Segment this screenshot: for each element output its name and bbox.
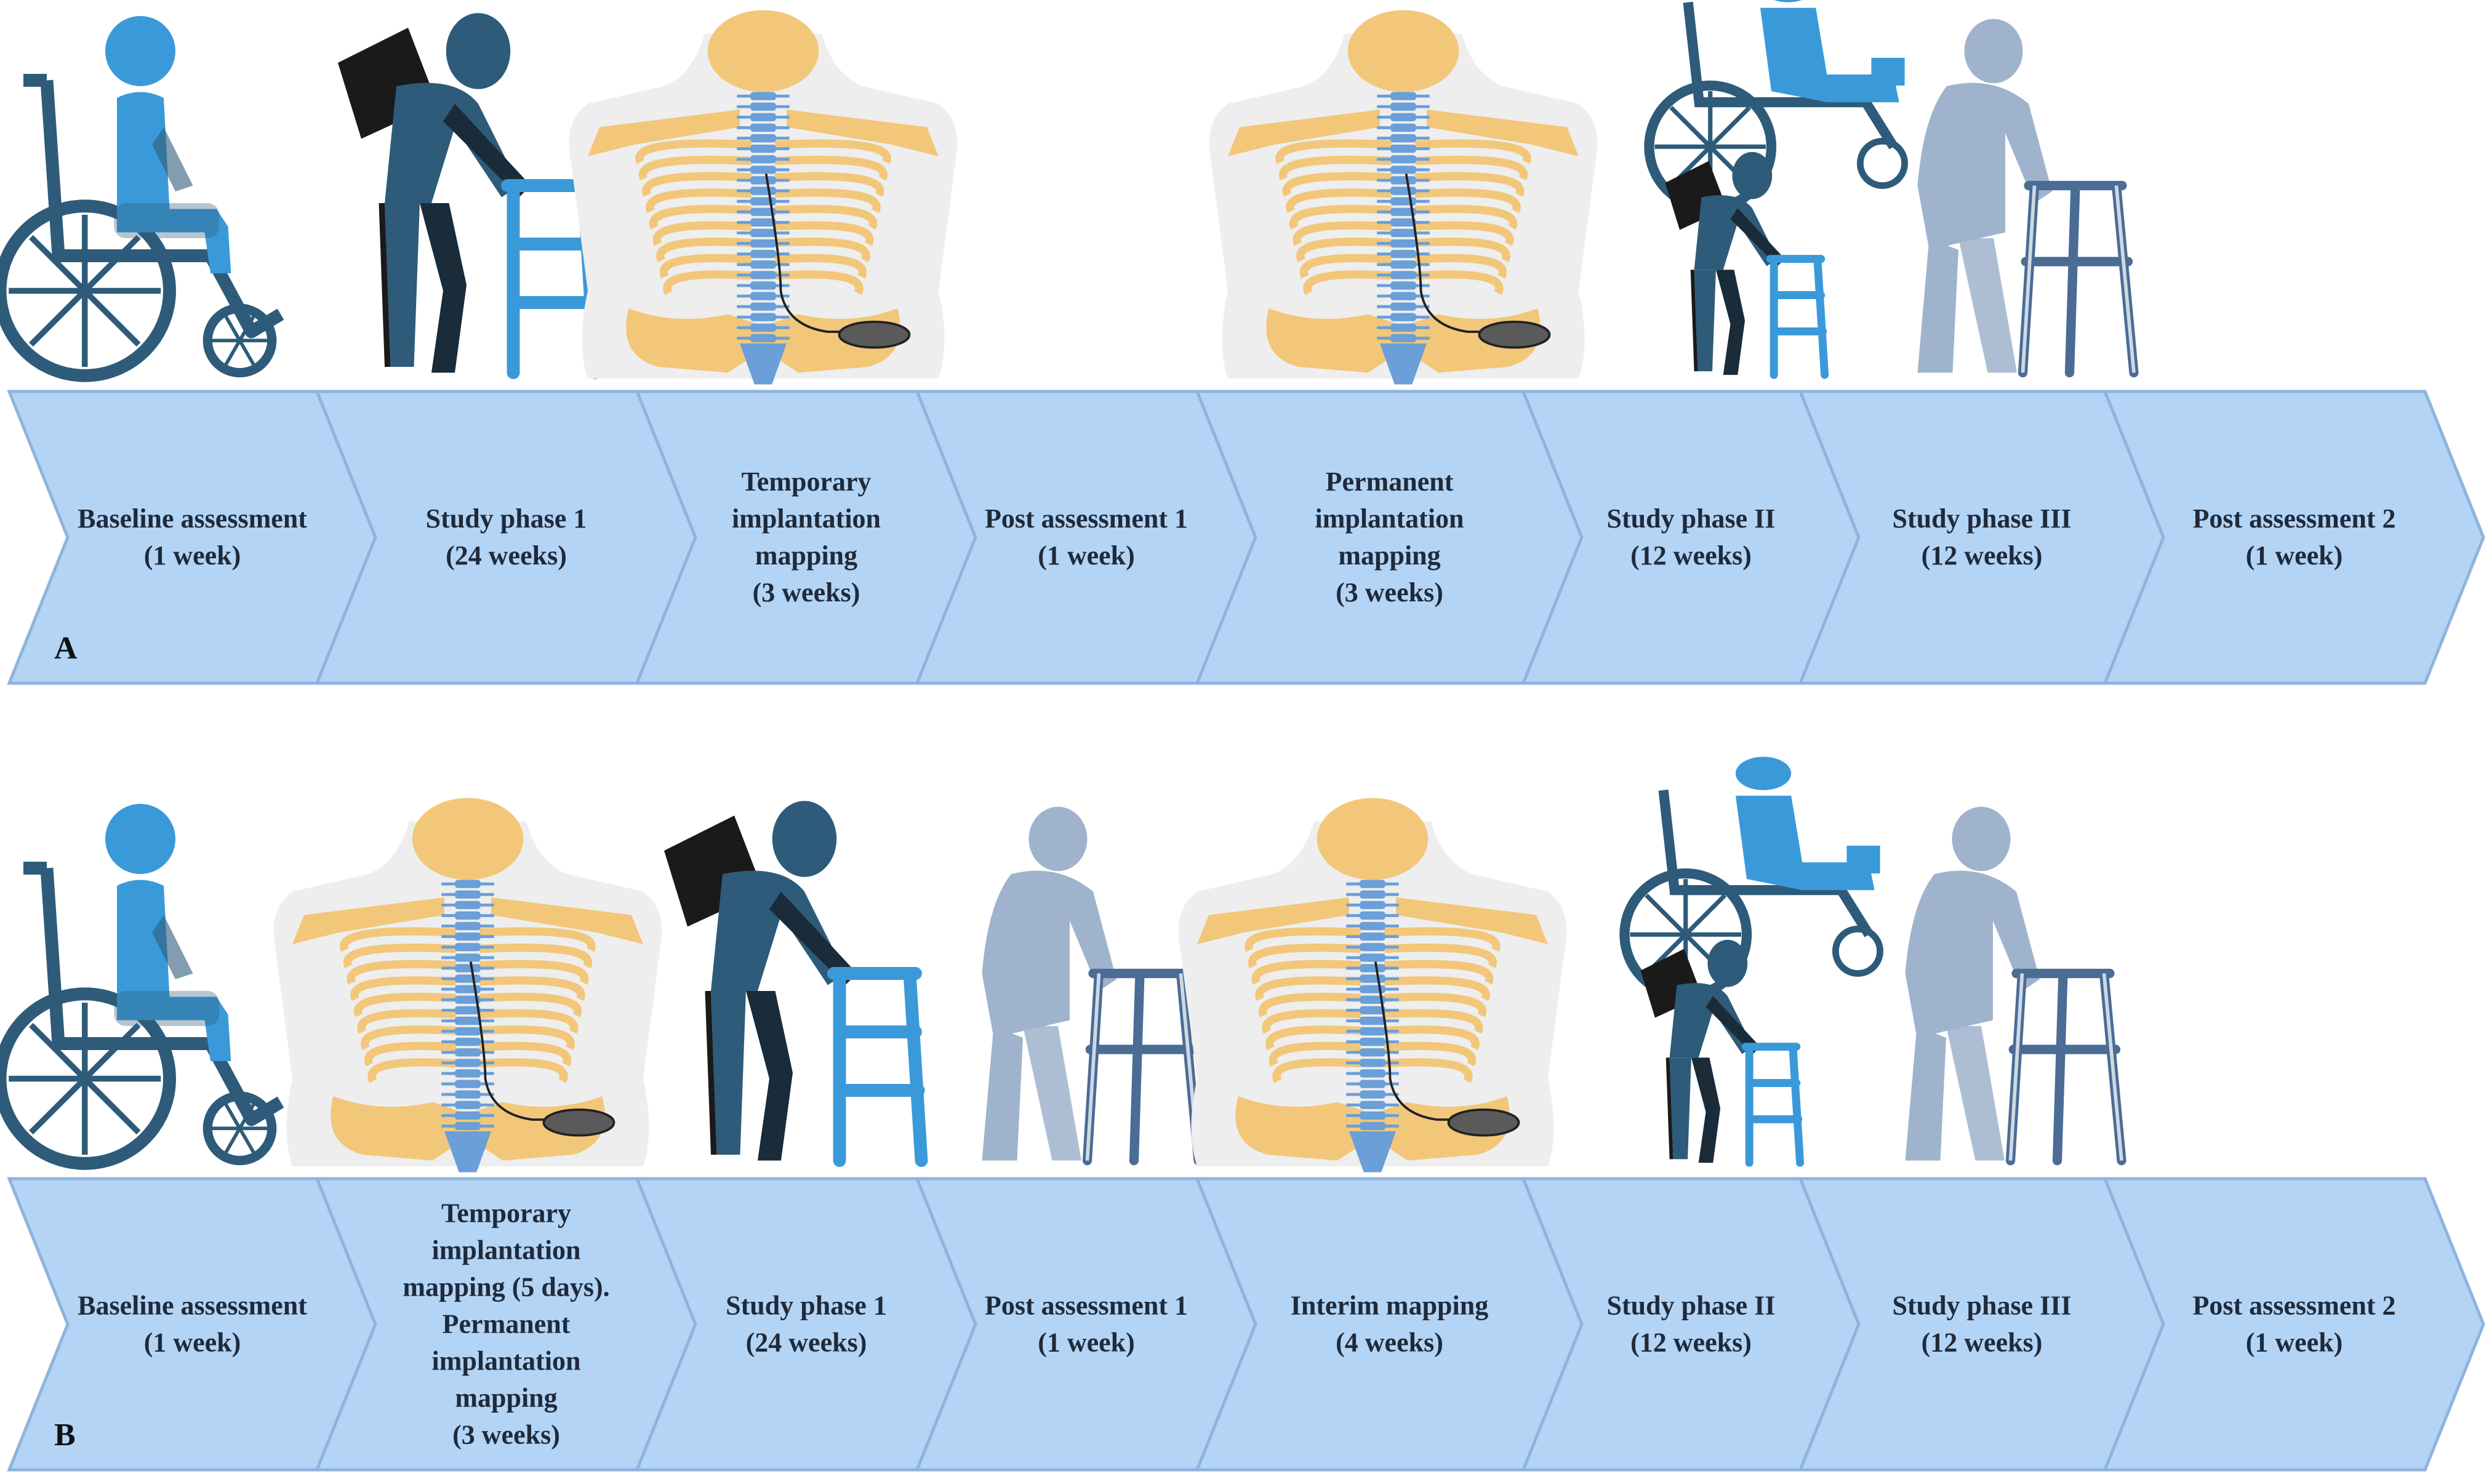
step-label: Study phase III (12 weeks)	[1892, 1291, 2071, 1358]
step-label: Post assessment 2 (1 week)	[2193, 1291, 2396, 1358]
step-label-line: (1 week)	[2246, 540, 2343, 571]
walker-exoskeleton-icon	[1640, 939, 1805, 1167]
panel-label: A	[54, 631, 78, 666]
step-label-line: (1 week)	[144, 1328, 241, 1358]
panel-b: Baseline assessment (1 week) Temporary impl…	[0, 756, 2485, 1472]
step-label-line: Study phase III	[1892, 503, 2071, 534]
step-label: Post assessment 2 (1 week)	[2193, 503, 2396, 571]
panel-a: Baseline assessment (1 week) Study phase 1…	[0, 0, 2485, 685]
step-label: Post assessment 1 (1 week)	[985, 503, 1188, 571]
timeline-chevron	[1195, 390, 1584, 685]
step-label-line: (1 week)	[144, 540, 241, 571]
step-label-line: Temporary	[441, 1198, 571, 1229]
walker-exoskeleton-icon	[1665, 151, 1829, 379]
step-label-line: Study phase II	[1607, 503, 1776, 534]
timeline-chevron	[2102, 1177, 2485, 1472]
spine-stimulator-icon	[273, 798, 662, 1173]
step-label-line: implantation	[431, 1346, 580, 1376]
step-label-line: (1 week)	[2246, 1328, 2343, 1358]
step-label-line: Post assessment 1	[985, 1291, 1188, 1321]
step-label-line: Temporary	[741, 467, 871, 497]
step-label-line: Study phase II	[1607, 1291, 1776, 1321]
step-label-line: Permanent	[1326, 467, 1454, 497]
step-label: Baseline assessment (1 week)	[78, 503, 307, 571]
step-label: Post assessment 1 (1 week)	[985, 1291, 1188, 1358]
wheelchair-walker-group-icon	[1644, 0, 1909, 379]
step-label-line: Study phase 1	[426, 503, 587, 534]
step-label-line: (1 week)	[1038, 540, 1135, 571]
step-label: Study phase II (12 weeks)	[1607, 1291, 1776, 1358]
elderly-walker-icon	[1905, 806, 2126, 1166]
step-label-line: (12 weeks)	[1922, 1328, 2043, 1358]
step-label-line: (12 weeks)	[1922, 540, 2043, 571]
step-label-line: Baseline assessment	[78, 503, 307, 534]
step-label-line: Study phase 1	[726, 1291, 887, 1321]
step-label: Temporary implantation mapping (3 weeks)	[732, 467, 881, 608]
step-label-line: mapping	[1338, 540, 1440, 571]
step-label: Study phase III (12 weeks)	[1892, 503, 2071, 571]
step-label-line: mapping (5 days).	[403, 1272, 609, 1302]
step-label: Baseline assessment (1 week)	[78, 1291, 307, 1358]
step-label-line: mapping	[455, 1383, 557, 1413]
step-label-line: Post assessment 1	[985, 503, 1188, 534]
step-label-line: Permanent	[443, 1309, 571, 1339]
step-label-line: implantation	[732, 503, 881, 534]
step-label-line: mapping	[755, 540, 857, 571]
step-label: Temporary implantation mapping (5 days). Pe…	[403, 1198, 609, 1450]
wheelchair-walker-group-icon	[1619, 756, 1884, 1167]
step-label-line: (24 weeks)	[746, 1328, 867, 1358]
step-label-line: Post assessment 2	[2193, 503, 2396, 534]
step-label-line: (3 weeks)	[753, 577, 860, 608]
step-label-line: (3 weeks)	[452, 1420, 560, 1450]
spine-stimulator-icon	[1209, 10, 1598, 385]
step-label-line: (12 weeks)	[1630, 540, 1752, 571]
timeline-chevron	[1195, 1177, 1584, 1472]
step-label-line: implantation	[1315, 503, 1464, 534]
step-label: Study phase 1 (24 weeks)	[426, 503, 587, 571]
spine-stimulator-icon	[569, 10, 958, 385]
step-label-line: (1 week)	[1038, 1328, 1135, 1358]
walker-exoskeleton-icon	[664, 801, 928, 1167]
wheelchair-user-icon	[0, 804, 284, 1170]
step-label-line: (12 weeks)	[1630, 1328, 1752, 1358]
step-label-line: (4 weeks)	[1336, 1328, 1443, 1358]
step-label: Permanent implantation mapping (3 weeks)	[1315, 467, 1464, 608]
step-label-line: Interim mapping	[1291, 1291, 1488, 1321]
panel-label: B	[54, 1418, 76, 1453]
elderly-walker-icon	[982, 806, 1203, 1166]
step-label: Interim mapping (4 weeks)	[1291, 1291, 1488, 1358]
spine-stimulator-icon	[1178, 798, 1567, 1173]
step-label-line: Baseline assessment	[78, 1291, 307, 1321]
step-label-line: Post assessment 2	[2193, 1291, 2396, 1321]
wheelchair-small-icon	[1619, 756, 1884, 1001]
step-label-line: (24 weeks)	[446, 540, 567, 571]
step-label: Study phase II (12 weeks)	[1607, 503, 1776, 571]
wheelchair-user-icon	[0, 15, 284, 382]
walker-exoskeleton-icon	[338, 13, 602, 379]
elderly-walker-icon	[1917, 18, 2139, 378]
step-label-line: implantation	[431, 1235, 580, 1265]
step-label: Study phase 1 (24 weeks)	[726, 1291, 887, 1358]
step-label-line: (3 weeks)	[1336, 577, 1443, 608]
timeline-chevron	[2102, 390, 2485, 685]
step-label-line: Study phase III	[1892, 1291, 2071, 1321]
